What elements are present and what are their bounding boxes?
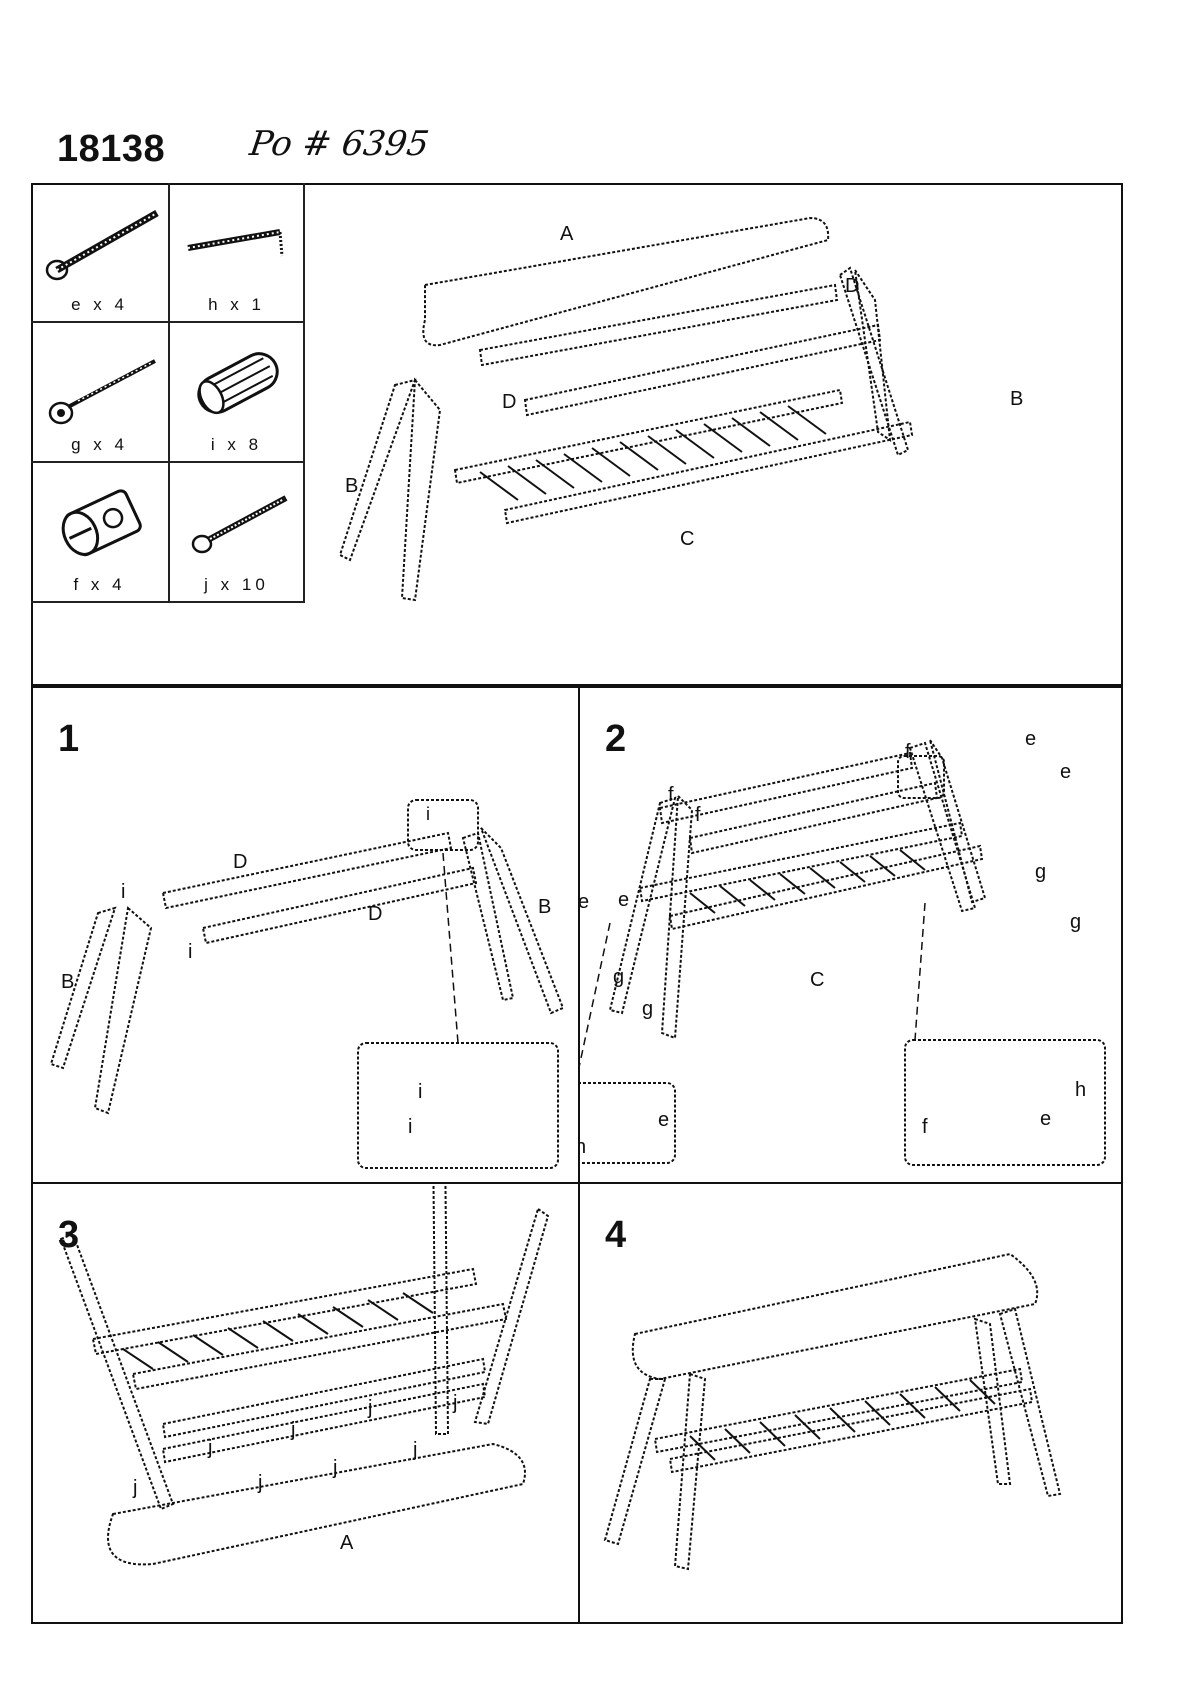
hardware-cell-h: h x 1 [170,183,305,323]
step-1-label-b-right: B [538,896,551,918]
step-3-label-j-8: j [132,1477,137,1499]
steps-divider-horizontal [31,1182,1123,1184]
step-3-label-j-5: j [257,1472,262,1494]
step-3-label-a: A [340,1532,354,1554]
part-label-b-right: B [1010,388,1023,410]
step-2-label-f-3: f [695,804,701,826]
hardware-label-e: e x 4 [71,295,128,314]
assembly-steps-grid [31,686,1123,1624]
step-3-label-j-4: j [452,1392,457,1414]
hardware-label-h: h x 1 [208,295,265,314]
step-2-label-e-3: e [618,889,629,911]
step-2-label-e-4: e [580,891,589,913]
step-2-label-g-2: g [1070,911,1081,933]
hardware-table: e x 4 h x 1 g x 4 i x 8 [31,183,305,603]
step-2-label-e-2: e [1060,761,1071,783]
exploded-view-diagram: A D D B B C [338,216,1023,602]
wooden-dowel-icon [197,352,279,415]
step-3-label-j-2: j [290,1419,295,1441]
steps-divider-vertical [578,686,580,1624]
step-4-panel: 4 [580,1184,1123,1622]
step-2-label-e-1: e [1025,728,1036,750]
step-1-panel: 1 D D B B i i i i i [33,688,578,1182]
part-label-b-left: B [345,475,358,497]
hardware-cell-j: j x 10 [170,463,305,603]
step-3-label-j-6: j [332,1457,337,1479]
step-3-label-j-3: j [367,1397,372,1419]
model-number: 18138 [57,128,166,170]
step-number: 2 [605,718,627,760]
hardware-cell-g: g x 4 [31,323,170,463]
hardware-label-g: g x 4 [71,435,128,454]
step-3-diagram: A j j j j j j j j [59,1184,550,1566]
step-3-label-j-7: j [412,1439,417,1461]
step-2-label-c: C [810,969,824,991]
part-label-d-top: D [845,275,859,297]
long-bolt-icon [45,209,159,281]
step-1-label-i-2: i [188,941,192,963]
step-number: 3 [58,1214,80,1256]
step-number: 4 [605,1214,627,1256]
step-1-diagram: D D B B i i i i i [49,799,565,1169]
step-1-label-b-left: B [61,971,74,993]
step-2-label-h-inset: h [580,1136,586,1158]
step-1-label-d-top: D [233,851,247,873]
step-2-diagram: e e e e f f f g g g g C e h h e f [580,728,1106,1166]
part-label-a: A [560,223,574,245]
barrel-nut-icon [61,489,142,557]
step-2-label-g-3: g [613,966,624,988]
step-2-label-g-1: g [1035,861,1046,883]
step-1-label-i-4: i [418,1081,422,1103]
wood-screw-icon [191,495,288,554]
step-3-panel: 3 A j j j j j j j j [33,1184,578,1622]
step-1-label-i-5: i [408,1116,412,1138]
step-1-label-d-bottom: D [368,903,382,925]
step-2-label-f-2: f [905,741,911,763]
step-2-label-e-inset: e [658,1109,669,1131]
hardware-label-f: f x 4 [73,575,126,594]
step-2-panel: 2 e e e e f f f g g g [580,688,1123,1182]
step-number: 1 [58,718,80,760]
part-label-d-bottom: D [502,391,516,413]
step-3-label-j-1: j [207,1437,212,1459]
hardware-cell-f: f x 4 [31,463,170,603]
hardware-label-i: i x 8 [210,435,263,454]
screw-icon [48,359,156,425]
part-label-c: C [680,528,694,550]
step-2-label-e-inset-2: e [1040,1108,1051,1130]
step-2-label-g-4: g [642,998,653,1020]
allen-key-icon [187,229,284,257]
step-4-diagram [603,1252,1062,1571]
po-handwritten-note: Po # 6395 [247,124,432,164]
hardware-cell-i: i x 8 [170,323,305,463]
step-2-label-f-1: f [668,784,674,806]
step-2-label-h-inset-2: h [1075,1079,1086,1101]
hardware-cell-e: e x 4 [31,183,170,323]
step-2-label-f-inset: f [922,1116,928,1138]
hardware-label-j: j x 10 [204,575,269,594]
step-1-label-i-3: i [426,804,430,824]
step-1-label-i-1: i [121,881,125,903]
parts-overview-panel [31,183,1123,686]
